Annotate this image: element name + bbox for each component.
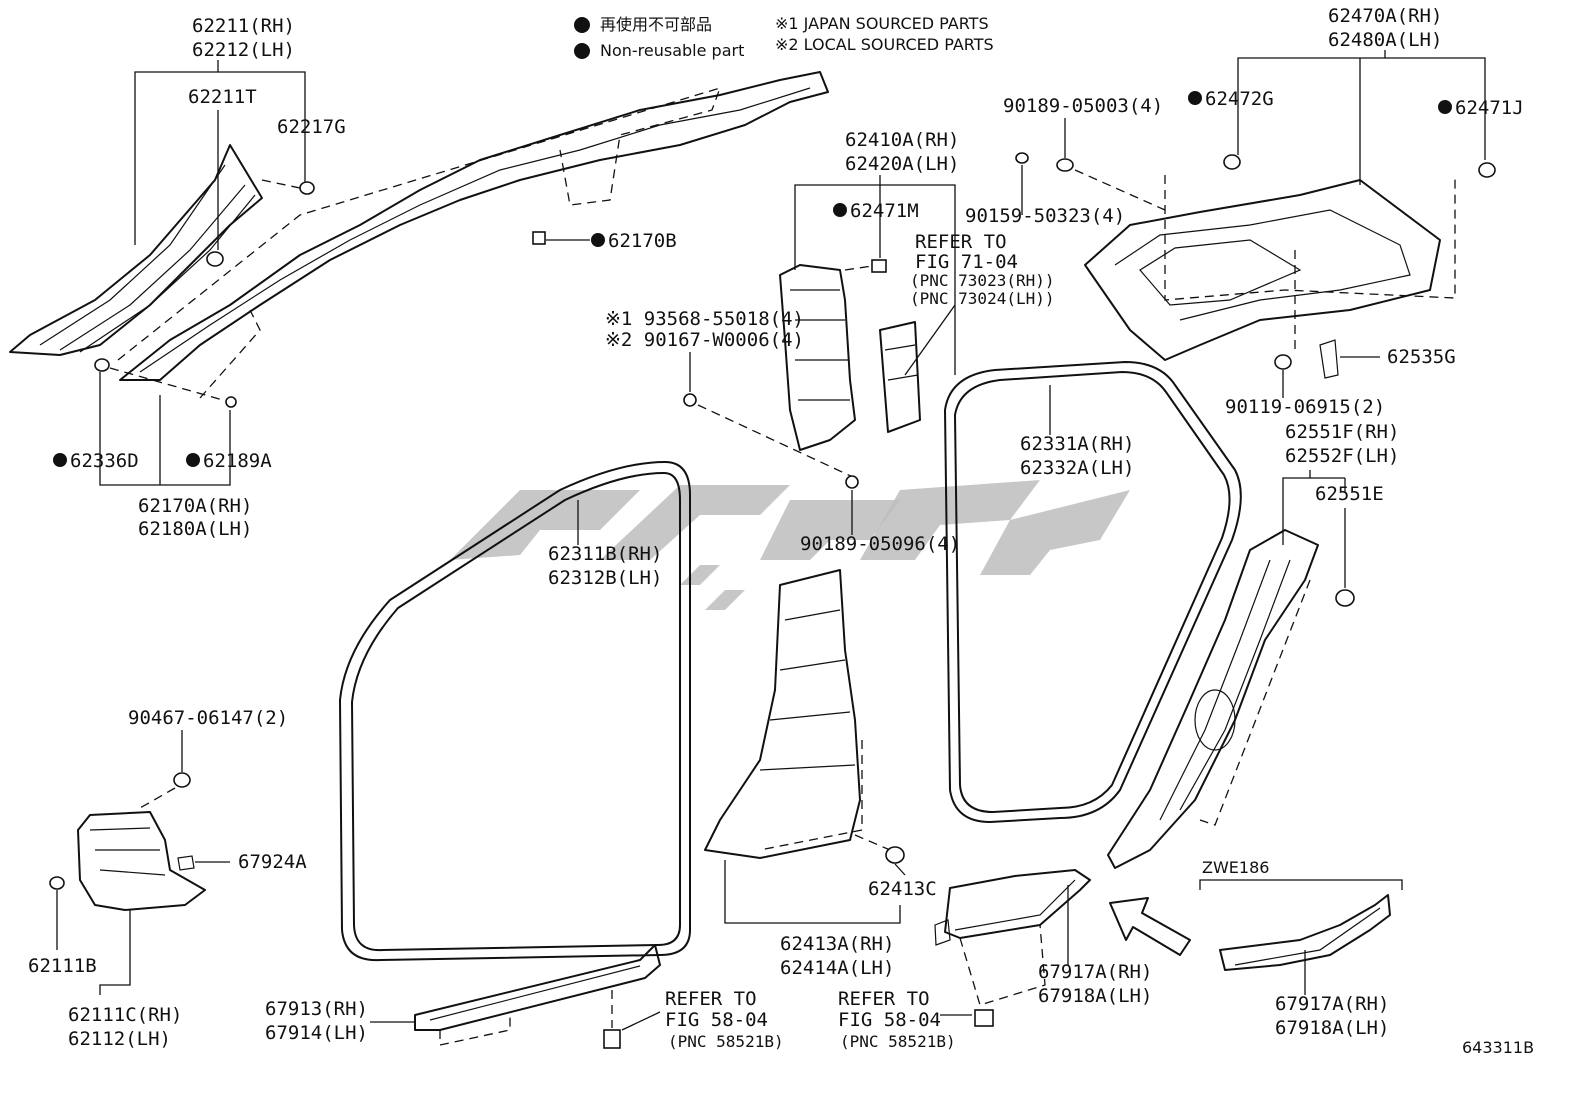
part-label-l90189-05096: 90189-05096(4): [800, 533, 960, 555]
center-pillar-lower-garnish: 62413C 62413A(RH) 62414A(LH): [704, 569, 937, 979]
part-label-refer7104c: (PNC 73023(RH)): [910, 271, 1055, 290]
part-label-l62420a: 62420A(LH): [845, 153, 959, 175]
non-reusable-dot-icon: [574, 17, 590, 33]
part-label-l62413a: 62413A(RH): [780, 933, 894, 955]
part-label-l62472g: 62472G: [1205, 88, 1274, 110]
part-label-l62551f: 62551F(RH): [1285, 421, 1399, 443]
part-label-l93568: ※1 93568-55018(4): [605, 308, 804, 330]
part-label-l67914: 67914(LH): [265, 1022, 368, 1044]
part-label-refer5804c-1: (PNC 58521B): [668, 1032, 784, 1051]
part-label-l67924a: 67924A: [238, 851, 307, 873]
part-label-l62170a: 62170A(RH): [138, 495, 252, 517]
part-label-l62170b: 62170B: [608, 230, 677, 252]
part-label-l67917a-2: 67917A(RH): [1275, 993, 1389, 1015]
rear-door-scuff-plate: REFER TO FIG 58-04 (PNC 58521B) 67917A(R…: [838, 869, 1191, 1051]
part-label-l62111c: 62111C(RH): [68, 1004, 182, 1026]
front-door-opening-trim: 62311B(RH) 62312B(LH): [339, 461, 691, 962]
part-label-refer7104b: FIG 71-04: [915, 251, 1018, 273]
part-label-l62311b: 62311B(RH): [548, 543, 662, 565]
part-label-l90159: 90159-50323(4): [965, 205, 1125, 227]
part-label-l62212: 62212(LH): [192, 39, 295, 61]
part-label-l62471j: 62471J: [1455, 97, 1524, 119]
part-label-l62480a: 62480A(LH): [1328, 29, 1442, 51]
part-label-l62552f: 62552F(LH): [1285, 445, 1399, 467]
cowl-side-trim: 90467-06147(2) 67924A 62111B 62111C(RH) …: [28, 707, 307, 1050]
part-label-l62470a: 62470A(RH): [1328, 5, 1442, 27]
legend-note-1: ※1 JAPAN SOURCED PARTS: [775, 14, 989, 33]
part-label-l62312b: 62312B(LH): [548, 567, 662, 589]
part-label-l67918a-1: 67918A(LH): [1038, 985, 1152, 1007]
part-label-refer5804b-1: FIG 58-04: [665, 1009, 768, 1031]
part-label-l62332a: 62332A(LH): [1020, 457, 1134, 479]
part-label-l62413c: 62413C: [868, 878, 937, 900]
part-label-l62211: 62211(RH): [192, 15, 295, 37]
illustration-code: 643311B: [1462, 1038, 1534, 1057]
part-label-l67917a-1: 67917A(RH): [1038, 961, 1152, 983]
view-arrow-icon: [1109, 897, 1191, 956]
part-label-l62112: 62112(LH): [68, 1028, 171, 1050]
roof-labels-lower: 62336D 62189A 62170A(RH) 62180A(LH): [53, 372, 272, 540]
part-label-refer5804a-1: REFER TO: [665, 988, 757, 1010]
part-label-l62336d: 62336D: [70, 450, 139, 472]
center-pillar-upper-garnish: 62410A(RH) 62420A(LH) 62471M REFER TO FI…: [605, 129, 1055, 555]
quarter-trim-lower: 62551F(RH) 62552F(LH) 62551E: [1107, 421, 1399, 869]
part-label-l62551e: 62551E: [1315, 483, 1384, 505]
part-label-refer7104d: (PNC 73024(LH)): [910, 289, 1055, 308]
non-reusable-dot-icon: [574, 43, 590, 59]
legend-jp: 再使用不可部品: [600, 15, 712, 34]
roof-side-inner-garnish: 62170B: [117, 71, 829, 408]
legend-note-2: ※2 LOCAL SOURCED PARTS: [775, 35, 994, 54]
part-label-l62410a: 62410A(RH): [845, 129, 959, 151]
part-label-refer5804a-2: REFER TO: [838, 988, 930, 1010]
part-label-l90119: 90119-06915(2): [1225, 396, 1385, 418]
part-label-refer7104a: REFER TO: [915, 231, 1007, 253]
part-label-l62535g: 62535G: [1387, 346, 1456, 368]
zwe186-scuff-plate: ZWE186 67917A(RH) 67918A(LH): [1199, 858, 1403, 1039]
part-label-l90167: ※2 90167-W0006(4): [605, 329, 804, 351]
part-label-refer5804c-2: (PNC 58521B): [840, 1032, 956, 1051]
part-label-l90189-05003: 90189-05003(4): [1003, 95, 1163, 117]
roof-side-rear-garnish: 62470A(RH) 62480A(LH) 62472G 62471J 9018…: [965, 5, 1524, 418]
part-label-l90467: 90467-06147(2): [128, 707, 288, 729]
part-label-l67913: 67913(RH): [265, 998, 368, 1020]
part-label-l62414a: 62414A(LH): [780, 957, 894, 979]
front-pillar-garnish: 62211(RH) 62212(LH) 62211T 62217G: [9, 15, 346, 403]
part-label-refer5804b-2: FIG 58-04: [838, 1009, 941, 1031]
part-label-l62331a: 62331A(RH): [1020, 433, 1134, 455]
part-label-l62111b: 62111B: [28, 955, 97, 977]
part-label-zwe: ZWE186: [1202, 858, 1269, 877]
part-label-l62189a: 62189A: [203, 450, 272, 472]
rear-door-opening-trim: 62331A(RH) 62332A(LH): [944, 361, 1242, 823]
part-label-l62211t: 62211T: [188, 86, 257, 108]
part-label-l62471m: 62471M: [850, 200, 919, 222]
part-label-l67918a-2: 67918A(LH): [1275, 1017, 1389, 1039]
part-label-l62217g: 62217G: [277, 116, 346, 138]
legend-en: Non-reusable part: [600, 41, 744, 60]
front-door-scuff-plate: 67913(RH) 67914(LH) REFER TO FIG 58-04 (…: [265, 944, 784, 1051]
part-label-l62180a: 62180A(LH): [138, 518, 252, 540]
legend: 再使用不可部品 Non-reusable part ※1 JAPAN SOURC…: [574, 14, 994, 60]
